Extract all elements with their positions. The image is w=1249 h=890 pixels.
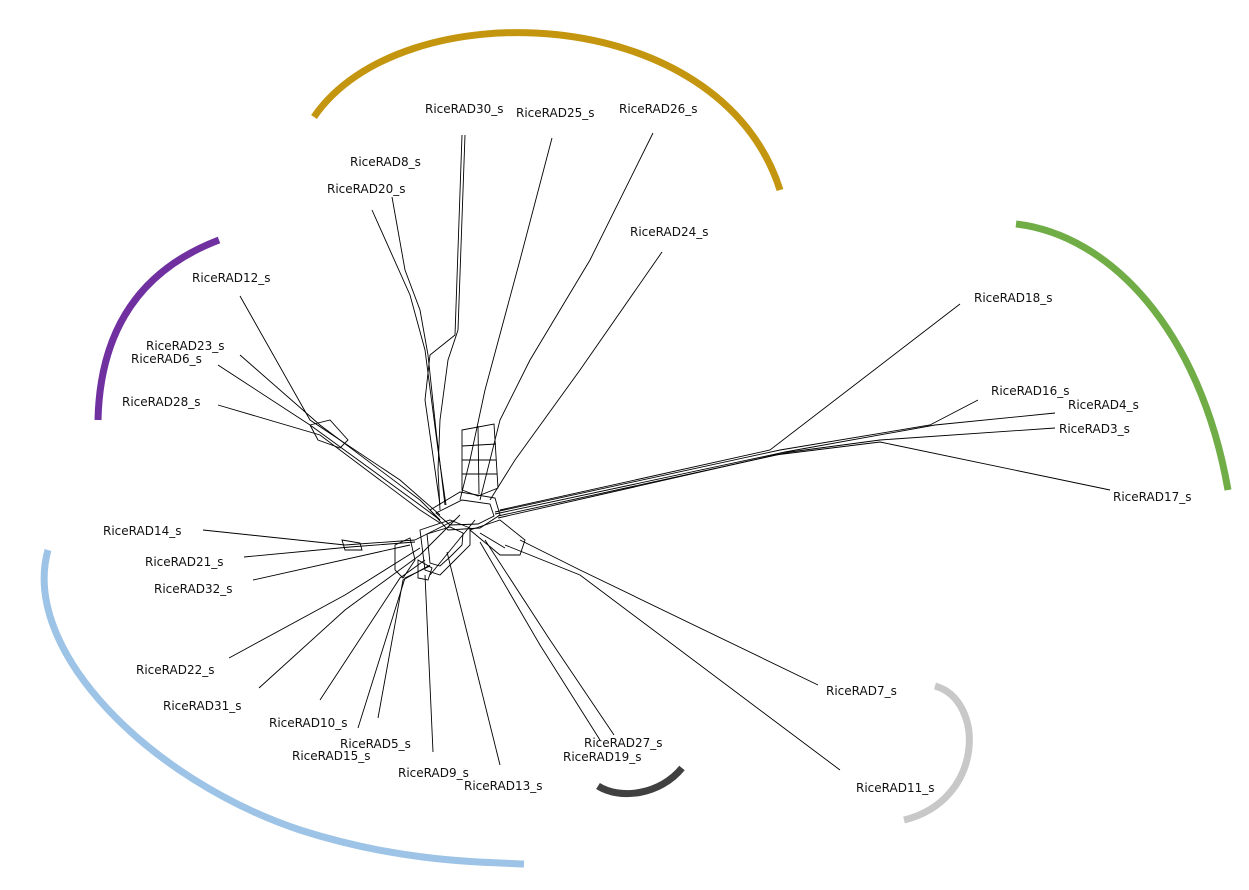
- taxon-label: RiceRAD28_s: [122, 395, 200, 409]
- group-arc-green: [1015, 220, 1232, 491]
- taxon-label: RiceRAD12_s: [192, 271, 270, 285]
- group-arc-light-gray: [903, 682, 973, 824]
- taxon-label: RiceRAD10_s: [269, 716, 347, 730]
- taxon-label: RiceRAD8_s: [350, 155, 421, 169]
- taxon-label: RiceRAD17_s: [1113, 490, 1191, 504]
- taxon-label: RiceRAD30_s: [425, 102, 503, 116]
- taxon-label: RiceRAD9_s: [398, 766, 469, 780]
- taxon-label: RiceRAD19_s: [563, 750, 641, 764]
- taxon-label: RiceRAD5_s: [340, 737, 411, 751]
- taxon-label: RiceRAD27_s: [584, 736, 662, 750]
- taxon-label: RiceRAD20_s: [327, 182, 405, 196]
- taxon-label: RiceRAD3_s: [1059, 422, 1130, 436]
- taxon-label: RiceRAD22_s: [136, 663, 214, 677]
- network-edges: [202, 132, 1111, 771]
- network-core: [309, 419, 526, 581]
- taxon-labels: RiceRAD30_s RiceRAD25_s RiceRAD26_s Rice…: [103, 102, 1191, 795]
- taxon-label: RiceRAD15_s: [292, 749, 370, 763]
- taxon-label: RiceRAD14_s: [103, 524, 181, 538]
- taxon-label: RiceRAD16_s: [991, 384, 1069, 398]
- taxon-label: RiceRAD18_s: [974, 291, 1052, 305]
- taxon-label: RiceRAD32_s: [154, 582, 232, 596]
- taxon-label: RiceRAD4_s: [1068, 398, 1139, 412]
- taxon-label: RiceRAD31_s: [163, 699, 241, 713]
- group-arcs: [40, 29, 1232, 868]
- taxon-label: RiceRAD24_s: [630, 225, 708, 239]
- group-arc-purple: [94, 236, 221, 421]
- taxon-label: RiceRAD23_s: [146, 339, 224, 353]
- taxon-label: RiceRAD7_s: [826, 684, 897, 698]
- group-arc-gold: [311, 29, 784, 192]
- taxon-label: RiceRAD11_s: [856, 781, 934, 795]
- taxon-label: RiceRAD13_s: [464, 779, 542, 793]
- taxon-label: RiceRAD21_s: [145, 555, 223, 569]
- group-arc-dark-gray: [596, 765, 685, 798]
- taxon-label: RiceRAD26_s: [619, 102, 697, 116]
- group-arc-light-blue: [40, 549, 525, 868]
- taxon-label: RiceRAD25_s: [516, 106, 594, 120]
- taxon-label: RiceRAD6_s: [131, 352, 202, 366]
